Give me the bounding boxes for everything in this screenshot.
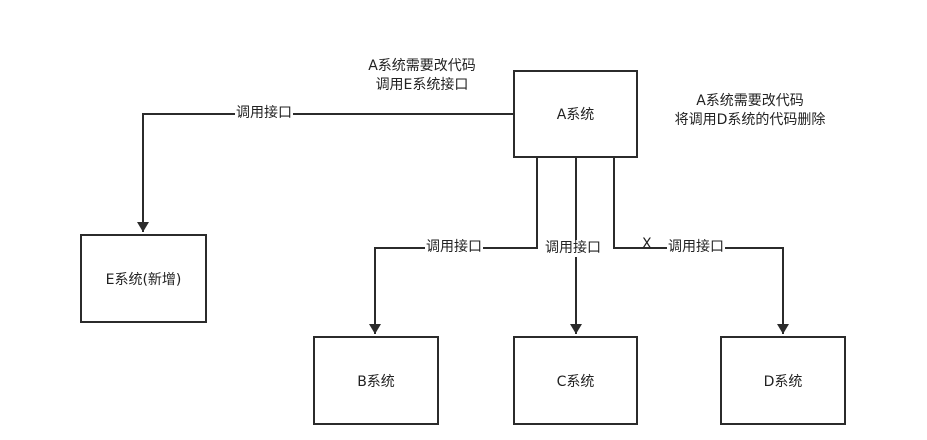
edge-a-to-e [137,113,514,232]
node-a-label: A系统 [556,107,595,123]
node-a-system: A系统 [513,70,638,158]
note-call-e-line-2: 调用E系统接口 [375,77,469,93]
node-c-label: C系统 [556,373,595,390]
edge-label-a-to-d: 调用接口 [667,239,725,256]
node-d-label: D系统 [763,373,803,390]
node-c-system: C系统 [513,336,638,425]
note-remove-d-line-1: A系统需要改代码 [696,93,804,109]
removed-call-mark: X [642,236,652,252]
node-e-label: E系统(新增) [105,271,182,288]
node-e-system: E系统(新增) [80,234,207,323]
note-remove-d-line-2: 将调用D系统的代码删除 [674,112,826,128]
note-call-e: A系统需要改代码 调用E系统接口 [352,57,492,95]
edge-label-a-to-c: 调用接口 [544,240,602,257]
edge-label-a-to-e: 调用接口 [235,105,293,122]
edge-label-a-to-b: 调用接口 [425,239,483,256]
note-call-e-line-1: A系统需要改代码 [368,58,476,74]
node-b-system: B系统 [313,336,439,425]
note-remove-d: A系统需要改代码 将调用D系统的代码删除 [660,92,840,130]
node-d-system: D系统 [720,336,846,425]
node-b-label: B系统 [357,373,395,390]
